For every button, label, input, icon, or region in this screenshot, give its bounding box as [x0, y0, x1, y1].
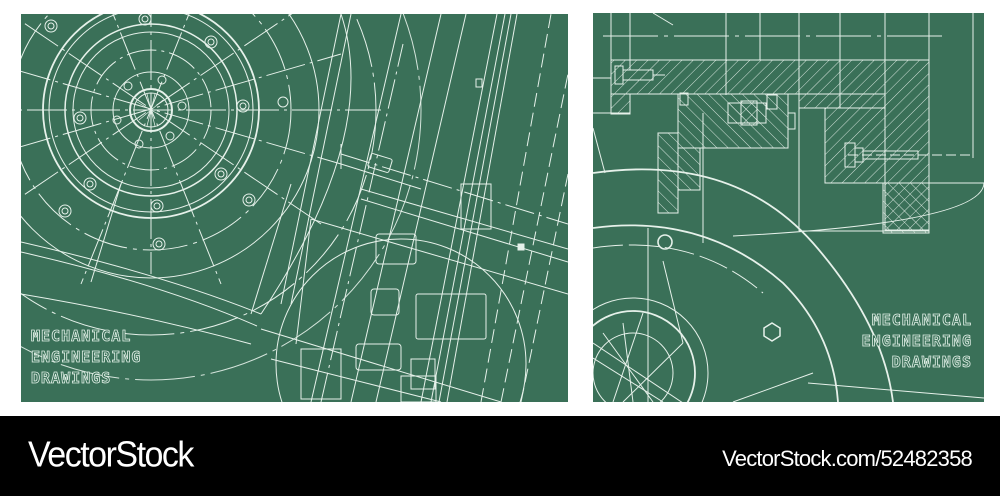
bottom-line	[807, 382, 984, 399]
pin-hole	[657, 234, 673, 250]
section-drawing	[593, 13, 984, 402]
bolts	[614, 65, 973, 168]
bearing-circle	[593, 297, 709, 402]
hex-nut	[763, 322, 781, 342]
large-arcs	[593, 113, 984, 402]
flange-drawing	[21, 14, 568, 402]
title-text: MECHANICAL ENGINEERING DRAWINGS	[31, 327, 142, 388]
machine-parts	[300, 78, 525, 402]
hub-hatch	[135, 93, 167, 127]
watermark-footer: VectorStock VectorStock.com/52482358	[0, 416, 1000, 496]
gear-circle	[275, 238, 527, 402]
brand-logo: VectorStock	[28, 435, 194, 475]
bolt-holes	[44, 14, 289, 251]
dimension-lines	[260, 144, 568, 402]
section-outlines	[593, 77, 984, 232]
shaft-lines	[310, 14, 568, 402]
title-text: MECHANICAL ENGINEERING DRAWINGS	[861, 311, 972, 372]
blueprint-panel-left: MECHANICAL ENGINEERING DRAWINGS	[21, 14, 568, 402]
image-url: VectorStock.com/52482358	[722, 446, 973, 471]
hatched-sections	[610, 59, 930, 234]
blueprint-panel-right: MECHANICAL ENGINEERING DRAWINGS	[593, 13, 984, 402]
